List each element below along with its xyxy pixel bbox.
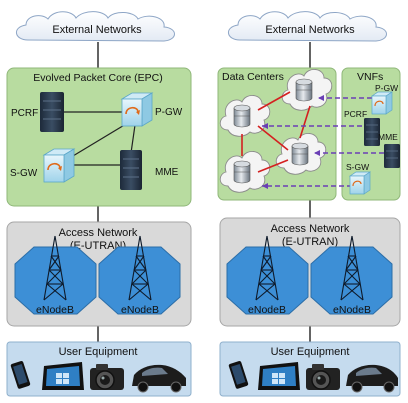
vnf-pcrf-server-icon	[364, 118, 380, 146]
pcrf-label: PCRF	[11, 108, 38, 119]
access-subtitle: (E-UTRAN)	[282, 236, 338, 248]
tablet-icon	[258, 362, 300, 390]
dc-title: Data Centers	[222, 71, 284, 83]
vnf-pgw-router-icon	[370, 91, 394, 115]
database-icon	[233, 160, 251, 184]
tablet-icon	[42, 362, 84, 390]
database-icon	[291, 142, 309, 166]
datacenter-links	[241, 91, 311, 173]
external-networks-cloud: External Networks	[228, 11, 387, 42]
camera-icon	[306, 364, 340, 390]
access-title: Access Network	[271, 223, 350, 235]
mme-server-icon	[120, 150, 142, 190]
arrowheads	[262, 95, 324, 189]
vnf-mme-label: MME	[378, 132, 398, 142]
vnf-sgw-label: S-GW	[346, 162, 369, 172]
sgw-router-icon	[42, 148, 76, 183]
right-architecture: External Networks Data Centers VNFs	[217, 11, 401, 397]
external-networks-cloud: External Networks	[16, 11, 175, 42]
enodeb-label: eNodeB	[121, 304, 159, 316]
access-subtitle: (E-UTRAN)	[70, 240, 126, 252]
database-icon	[295, 78, 313, 102]
cell-hexagon	[226, 246, 309, 315]
cell-hexagon	[14, 246, 97, 315]
ue-title: User Equipment	[59, 346, 138, 358]
car-icon	[346, 364, 398, 393]
vnf-pgw-label: P-GW	[375, 83, 398, 93]
cell-tower-icon	[340, 235, 364, 301]
cloud-label: External Networks	[265, 24, 355, 36]
pgw-router-icon	[120, 92, 154, 127]
cell-tower-icon	[255, 235, 279, 301]
vnf-pcrf-label: PCRF	[344, 109, 367, 119]
database-icon	[233, 104, 251, 128]
cell-tower-icon	[43, 235, 67, 301]
left-architecture: External Networks Evolved Packet Core (E…	[6, 11, 192, 397]
camera-icon	[90, 364, 124, 390]
cell-hexagon	[310, 246, 393, 315]
enodeb-label: eNodeB	[333, 304, 371, 316]
phone-icon	[228, 360, 249, 389]
pcrf-server-icon	[40, 92, 64, 132]
cloud-label: External Networks	[52, 24, 142, 36]
epc-box	[6, 67, 192, 207]
vnfs-title: VNFs	[357, 71, 383, 83]
phone-icon	[10, 360, 31, 389]
vnf-mme-server-icon	[384, 144, 400, 168]
access-title: Access Network	[59, 227, 138, 239]
vnf-mapping-links	[262, 97, 384, 187]
mme-label: MME	[155, 167, 179, 178]
car-icon	[132, 364, 186, 393]
cell-hexagon	[98, 246, 181, 315]
pgw-label: P-GW	[155, 107, 183, 118]
cell-tower-icon	[128, 235, 152, 301]
sgw-label: S-GW	[10, 168, 38, 179]
epc-title: Evolved Packet Core (EPC)	[33, 72, 163, 84]
enodeb-label: eNodeB	[248, 304, 286, 316]
ue-title: User Equipment	[271, 346, 350, 358]
vnf-sgw-router-icon	[348, 171, 372, 195]
enodeb-label: eNodeB	[36, 304, 74, 316]
